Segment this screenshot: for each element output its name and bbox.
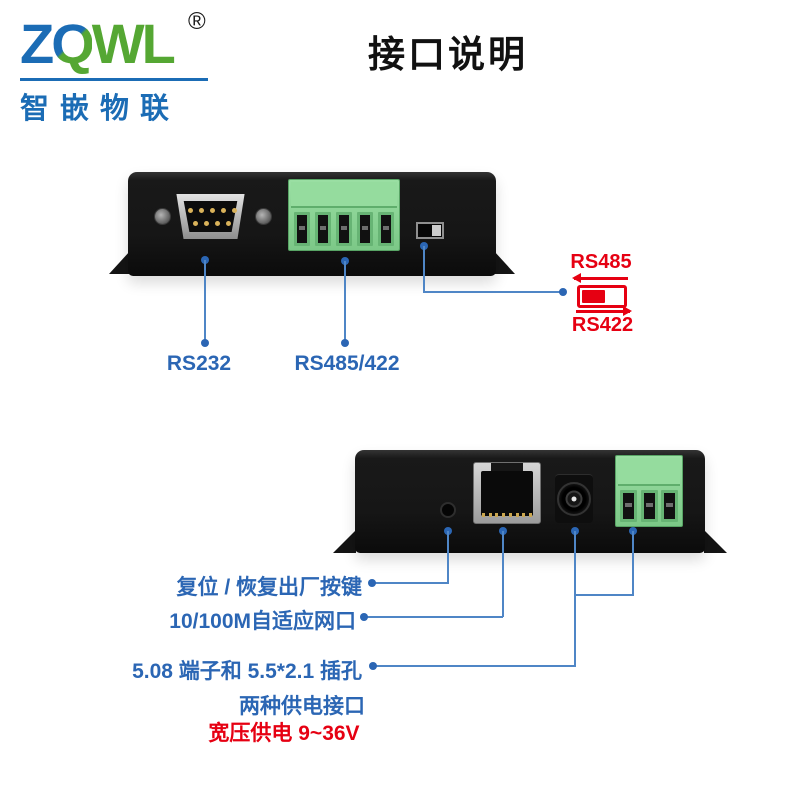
front-panel-device bbox=[128, 172, 496, 276]
switch-position-fill bbox=[582, 290, 605, 303]
callout-line-power-h bbox=[373, 665, 576, 667]
terminal-slot bbox=[336, 212, 352, 246]
mode-switch-knob bbox=[432, 225, 441, 236]
callout-line-switch-v bbox=[423, 246, 425, 293]
db9-connector-insert bbox=[183, 201, 238, 232]
db9-pin bbox=[204, 221, 209, 226]
terminal-slot bbox=[315, 212, 331, 246]
db9-left-screw bbox=[154, 208, 171, 225]
callout-dot bbox=[559, 288, 567, 296]
dc-jack bbox=[555, 474, 593, 523]
terminal-slots bbox=[289, 212, 399, 246]
db9-pin bbox=[210, 208, 215, 213]
terminal-slot bbox=[640, 490, 658, 522]
callout-dot bbox=[341, 339, 349, 347]
rj45-opening bbox=[481, 471, 533, 516]
logo-chinese-name: 智嵌物联 bbox=[20, 93, 181, 125]
dc-jack-pin bbox=[571, 496, 577, 502]
callout-line-ethernet-h bbox=[364, 616, 503, 618]
callout-line-reset-h bbox=[372, 582, 449, 584]
callout-line-reset-v bbox=[447, 531, 449, 583]
front-left-mounting-ear bbox=[109, 251, 130, 274]
logo-underline bbox=[20, 78, 208, 81]
terminal-block-3pin bbox=[615, 455, 683, 527]
switch-position-icon bbox=[577, 285, 627, 308]
arrow-left-icon bbox=[572, 273, 628, 283]
page-title: 接口说明 bbox=[368, 34, 528, 75]
callout-dot bbox=[360, 613, 368, 621]
rj45-pins bbox=[482, 513, 532, 517]
db9-pin bbox=[232, 208, 237, 213]
label-power-jacks: 5.08 端子和 5.5*2.1 插孔 bbox=[132, 660, 362, 683]
terminal-slots bbox=[616, 490, 682, 522]
db9-pin bbox=[215, 221, 220, 226]
label-switch-rs485: RS485 bbox=[570, 251, 632, 273]
callout-dot bbox=[369, 662, 377, 670]
terminal-slot bbox=[661, 490, 679, 522]
callout-line-switch-h bbox=[423, 291, 563, 293]
label-power-voltage: 宽压供电 9~36V bbox=[208, 722, 360, 745]
label-ethernet: 10/100M自适应网口 bbox=[169, 610, 356, 633]
rj45-port bbox=[473, 462, 541, 524]
label-power-note: 两种供电接口 bbox=[239, 695, 365, 718]
terminal-slot bbox=[357, 212, 373, 246]
rj45-latch bbox=[491, 463, 523, 472]
callout-dot bbox=[368, 579, 376, 587]
callout-dot bbox=[201, 339, 209, 347]
label-switch-rs422: RS422 bbox=[571, 314, 634, 336]
db9-pin bbox=[199, 208, 204, 213]
logo-latin-text: ZQWL bbox=[20, 12, 176, 75]
callout-line-dcjack-v bbox=[574, 531, 576, 667]
rear-left-mounting-ear bbox=[333, 530, 356, 553]
terminal-slot bbox=[294, 212, 310, 246]
callout-line-terminal-h bbox=[574, 594, 634, 596]
front-right-mounting-ear bbox=[494, 251, 515, 274]
db9-pin bbox=[226, 221, 231, 226]
mode-switch bbox=[416, 222, 444, 239]
callout-line-rs232 bbox=[204, 260, 206, 344]
registered-trademark-icon: ® bbox=[188, 8, 206, 35]
rear-right-mounting-ear bbox=[704, 530, 727, 553]
callout-line-terminal-v bbox=[632, 531, 634, 596]
db9-pin bbox=[193, 221, 198, 226]
terminal-cap bbox=[291, 182, 397, 208]
terminal-slot bbox=[619, 490, 637, 522]
terminal-cap bbox=[618, 458, 680, 486]
label-rs232: RS232 bbox=[166, 352, 232, 375]
label-rs485-422: RS485/422 bbox=[294, 352, 400, 375]
callout-line-ethernet-v bbox=[502, 531, 504, 617]
callout-line-rs485-422 bbox=[344, 261, 346, 344]
terminal-block-5pin bbox=[288, 179, 400, 251]
arrow-right-icon bbox=[576, 306, 632, 316]
label-reset: 复位 / 恢复出厂按键 bbox=[176, 576, 362, 599]
db9-pin bbox=[221, 208, 226, 213]
zqwl-logo: ZQWL ® 智嵌物联 bbox=[20, 8, 220, 125]
db9-right-screw bbox=[255, 208, 272, 225]
rear-panel-device bbox=[355, 450, 705, 553]
reset-button bbox=[440, 502, 456, 518]
db9-pin bbox=[188, 208, 193, 213]
terminal-slot bbox=[378, 212, 394, 246]
